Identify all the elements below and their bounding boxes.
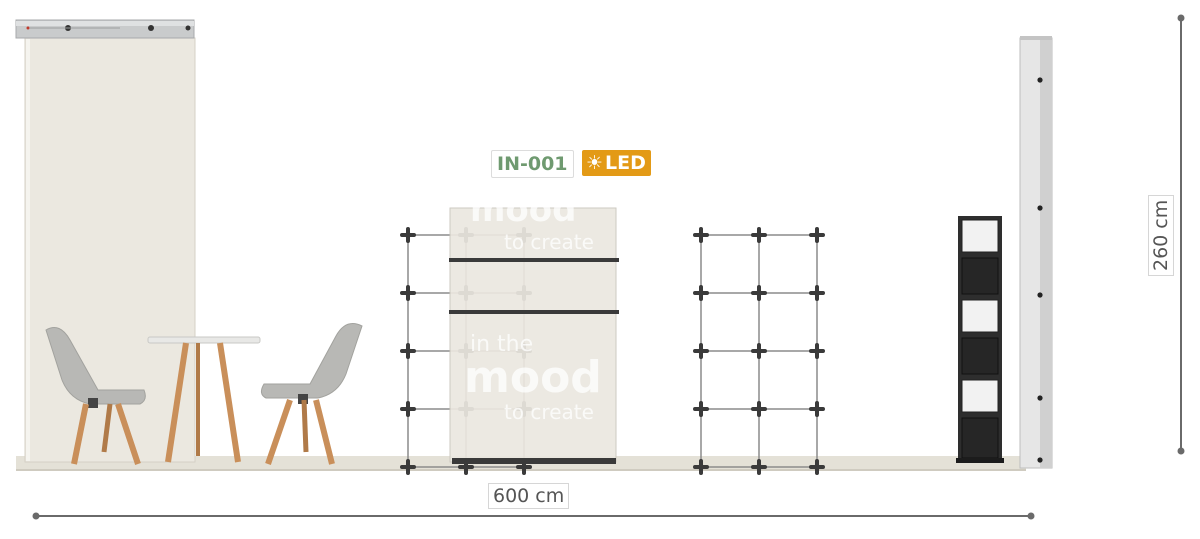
dimension-width bbox=[32, 512, 1035, 520]
height-dimension-label: 260 cm bbox=[1148, 194, 1174, 276]
cube-shelf-right bbox=[693, 227, 825, 475]
sun-icon: ☀ bbox=[586, 152, 604, 174]
dimension-height bbox=[1177, 14, 1185, 455]
width-dimension-label: 600 cm bbox=[488, 483, 570, 509]
chair-left bbox=[45, 327, 146, 465]
led-badge: ☀LED bbox=[582, 150, 651, 176]
right-side-wall bbox=[1019, 36, 1053, 469]
display-counter bbox=[449, 207, 619, 464]
cafe-table bbox=[147, 336, 261, 463]
brochure-stand bbox=[956, 216, 1004, 463]
product-code-label: IN-001 bbox=[491, 150, 574, 178]
led-label: LED bbox=[605, 152, 646, 174]
chair-right bbox=[260, 323, 363, 465]
